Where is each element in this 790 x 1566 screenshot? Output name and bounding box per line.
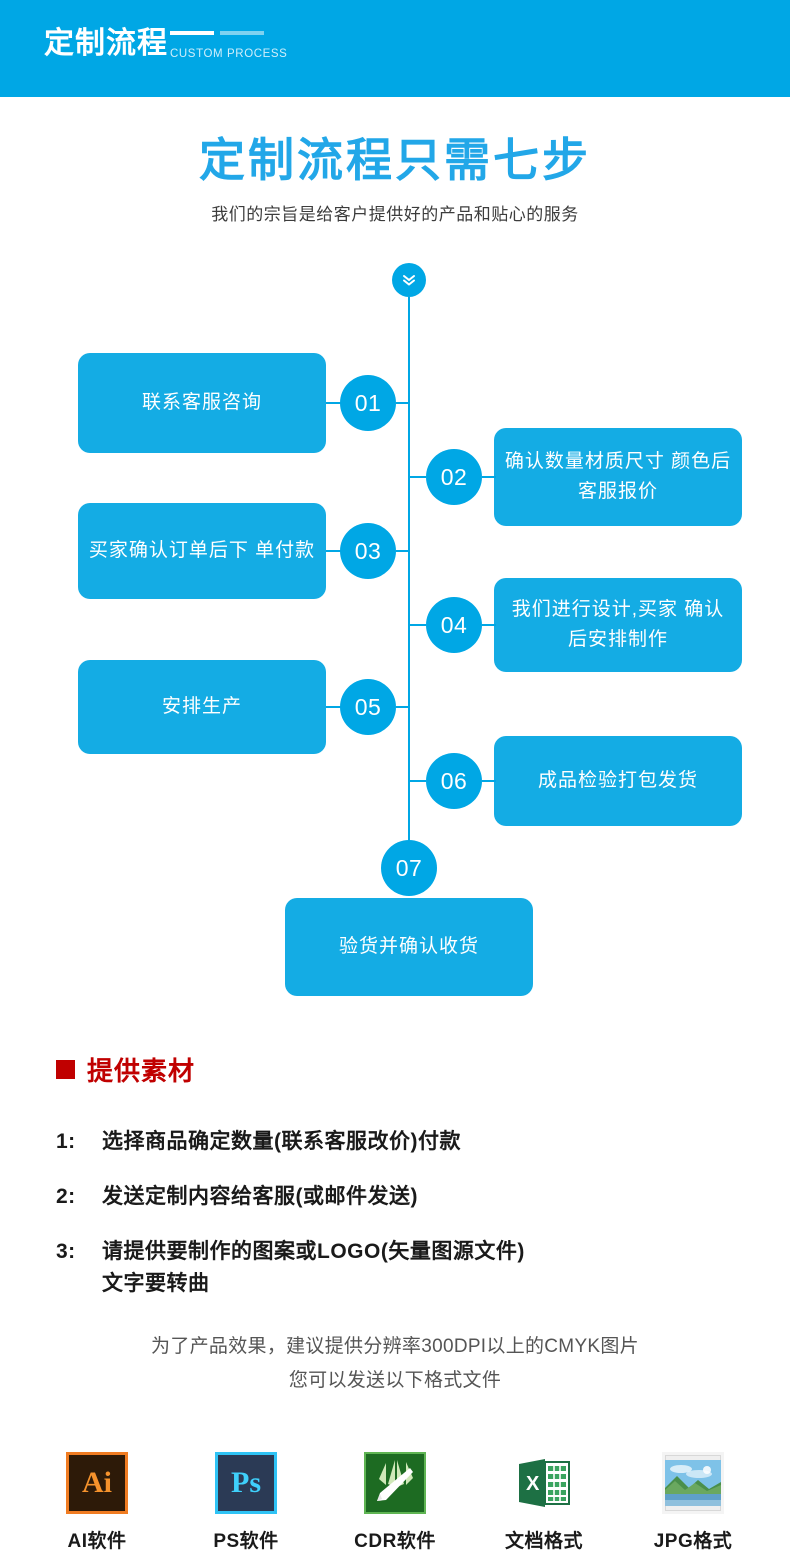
flow-step-box-07[interactable]: 验货并确认收货 — [285, 898, 533, 996]
material-item-2-text: 发送定制内容给客服(或邮件发送) — [102, 1185, 418, 1208]
format-item-cdr[interactable]: CDR软件 — [350, 1452, 440, 1553]
format-label-doc: 文档格式 — [504, 1531, 583, 1552]
material-item-1: 1: 选择商品确定数量(联系客服改价)付款 — [56, 1126, 461, 1158]
flow-step-label-04: 我们进行设计,买家 确认后安排制作 — [511, 599, 725, 650]
flow-step-number-05: 05 — [340, 679, 396, 735]
material-item-3: 3: 请提供要制作的图案或LOGO(矢量图源文件) 文字要转曲 — [56, 1236, 525, 1300]
flow-spine-line — [408, 297, 410, 873]
flow-step-number-02: 02 — [426, 449, 482, 505]
flow-connector-05-right — [396, 706, 410, 708]
material-item-2-number: 2: — [56, 1185, 76, 1208]
flow-step-label-06: 成品检验打包发货 — [537, 770, 698, 791]
format-label-cdr: CDR软件 — [354, 1531, 436, 1552]
banner-subtitle-group: CUSTOM PROCESS — [170, 31, 288, 62]
format-item-ps[interactable]: Ps PS软件 — [201, 1452, 291, 1553]
flow-step-label-02: 确认数量材质尺寸 颜色后客服报价 — [504, 451, 732, 502]
materials-note: 为了产品效果，建议提供分辨率300DPI以上的CMYK图片 您可以发送以下格式文… — [0, 1330, 790, 1398]
format-item-jpg[interactable]: JPG格式 — [648, 1452, 738, 1553]
material-item-1-number: 1: — [56, 1130, 76, 1153]
header-banner: 定制流程 CUSTOM PROCESS — [0, 0, 790, 97]
material-item-3-text: 请提供要制作的图案或LOGO(矢量图源文件) 文字要转曲 — [102, 1240, 525, 1295]
svg-text:X: X — [526, 1473, 540, 1495]
materials-section-title-text: 提供素材 — [87, 1056, 196, 1086]
flow-step-label-07: 验货并确认收货 — [338, 936, 479, 957]
page-subtitle: 我们的宗旨是给客户提供好的产品和贴心的服务 — [211, 205, 579, 224]
flow-connector-03-right — [396, 550, 410, 552]
format-item-doc[interactable]: X 文档格式 — [499, 1452, 589, 1553]
flow-step-box-02[interactable]: 确认数量材质尺寸 颜色后客服报价 — [494, 428, 742, 526]
flow-connector-04-right — [482, 624, 496, 626]
dash-light-icon — [220, 31, 264, 35]
flow-step-number-07: 07 — [381, 840, 437, 896]
flow-step-box-05[interactable]: 安排生产 — [78, 660, 326, 754]
page-title: 定制流程只需七步 — [199, 134, 591, 186]
flow-step-number-06: 06 — [426, 753, 482, 809]
materials-section-title: 提供素材 — [56, 1051, 195, 1088]
flow-connector-02-right — [482, 476, 496, 478]
file-format-list: Ai AI软件 Ps PS软件 — [0, 1452, 790, 1553]
material-item-1-text: 选择商品确定数量(联系客服改价)付款 — [102, 1130, 461, 1153]
materials-note-line-2: 您可以发送以下格式文件 — [288, 1370, 502, 1391]
dash-solid-icon — [170, 31, 214, 35]
red-square-bullet-icon — [56, 1060, 75, 1079]
flow-step-box-04[interactable]: 我们进行设计,买家 确认后安排制作 — [494, 578, 742, 672]
banner-title: 定制流程 — [44, 27, 168, 60]
excel-document-icon: X — [513, 1452, 575, 1514]
flow-step-number-01: 01 — [340, 375, 396, 431]
flow-step-number-04: 04 — [426, 597, 482, 653]
flow-connector-04-left — [409, 624, 426, 626]
coreldraw-icon — [364, 1452, 426, 1514]
flow-connector-01-right — [396, 402, 410, 404]
flow-connector-06-right — [482, 780, 496, 782]
flow-step-label-05: 安排生产 — [161, 696, 242, 717]
flow-step-box-06[interactable]: 成品检验打包发货 — [494, 736, 742, 826]
adobe-photoshop-icon: Ps — [215, 1452, 277, 1514]
flow-step-number-03: 03 — [340, 523, 396, 579]
flow-step-box-03[interactable]: 买家确认订单后下 单付款 — [78, 503, 326, 599]
flow-step-label-03: 买家确认订单后下 单付款 — [88, 540, 316, 561]
format-label-ps: PS软件 — [213, 1531, 279, 1552]
material-item-2: 2: 发送定制内容给客服(或邮件发送) — [56, 1181, 418, 1213]
jpg-photo-icon — [662, 1452, 724, 1514]
header-banner-content: 定制流程 CUSTOM PROCESS — [44, 26, 287, 62]
material-item-3-number: 3: — [56, 1240, 76, 1263]
adobe-photoshop-glyph: Ps — [231, 1466, 261, 1499]
format-item-ai[interactable]: Ai AI软件 — [52, 1452, 142, 1553]
banner-subtitle: CUSTOM PROCESS — [170, 48, 288, 60]
adobe-illustrator-glyph: Ai — [82, 1466, 112, 1499]
format-label-jpg: JPG格式 — [653, 1531, 733, 1552]
flow-connector-02-left — [409, 476, 426, 478]
materials-note-line-1: 为了产品效果，建议提供分辨率300DPI以上的CMYK图片 — [151, 1336, 639, 1357]
adobe-illustrator-icon: Ai — [66, 1452, 128, 1514]
format-label-ai: AI软件 — [67, 1531, 127, 1552]
chevron-double-down-icon — [392, 263, 426, 297]
flow-step-box-01[interactable]: 联系客服咨询 — [78, 353, 326, 453]
banner-dashes — [170, 31, 264, 35]
flow-step-label-01: 联系客服咨询 — [141, 392, 262, 413]
flow-connector-06-left — [409, 780, 426, 782]
